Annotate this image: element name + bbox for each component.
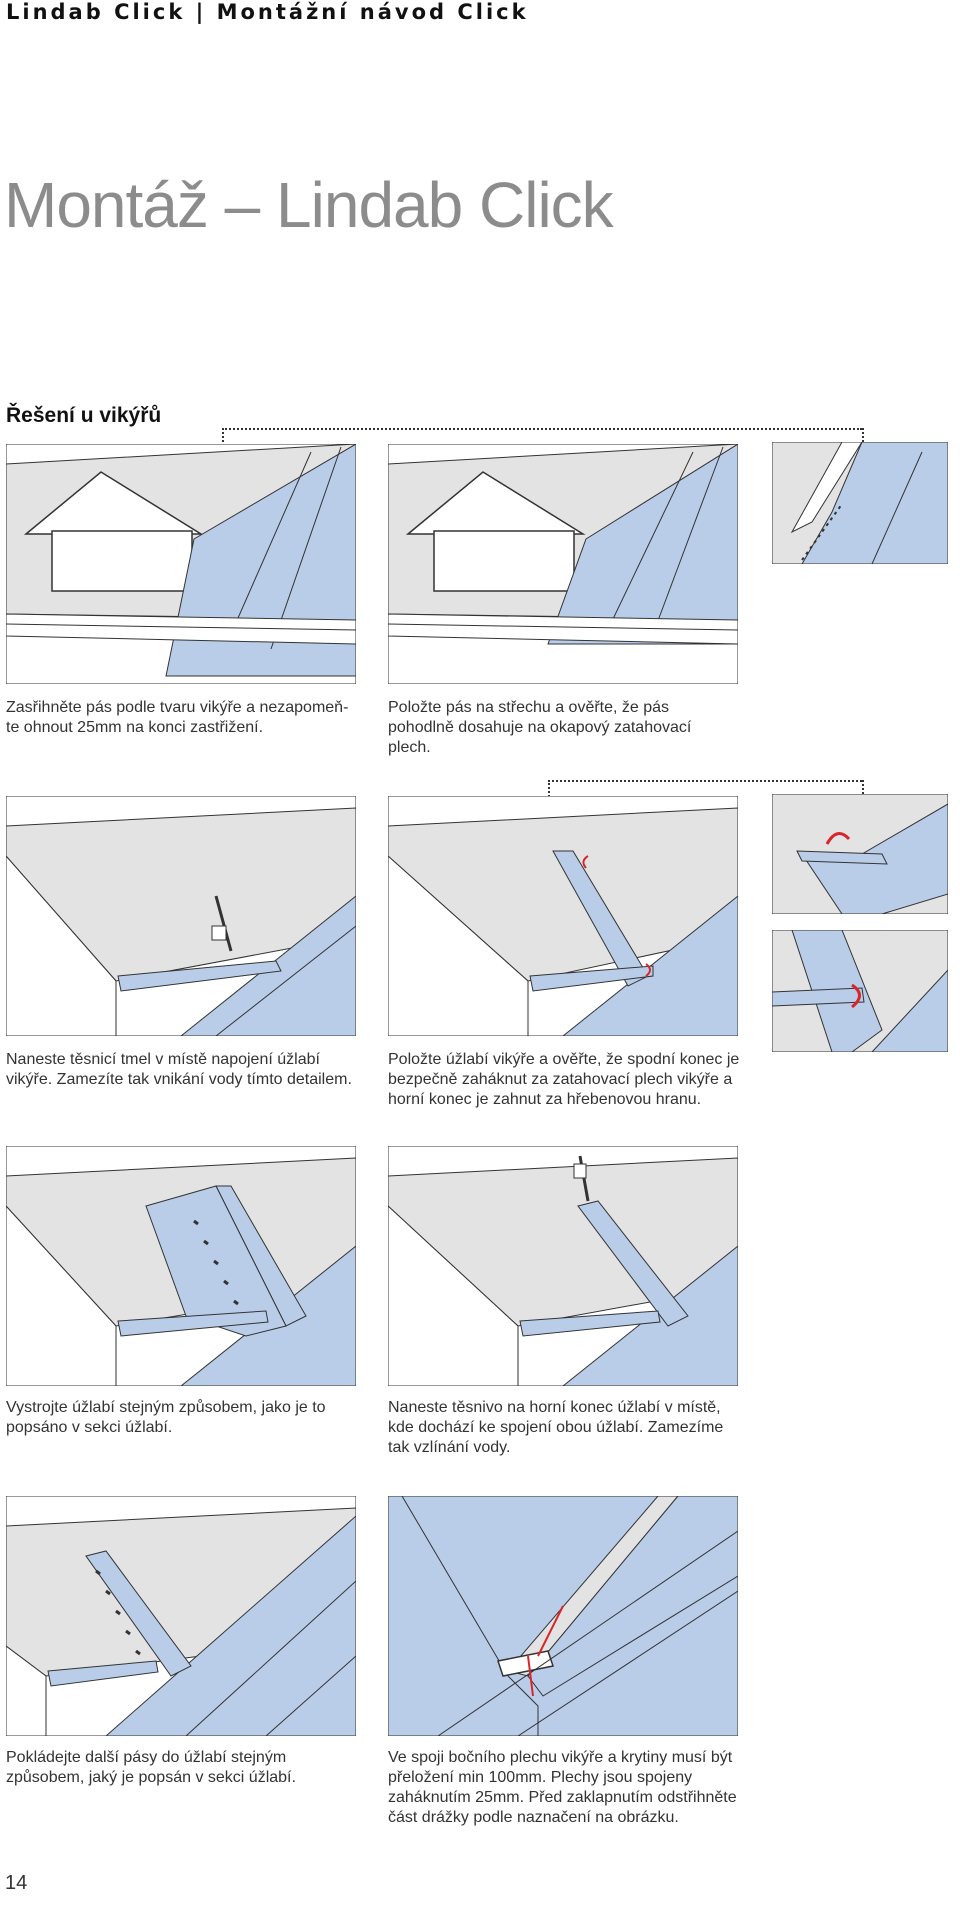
illustration-detail-2b [772,930,948,1052]
caption-step-8: Ve spoji bočního plechu vikýře a krytiny… [388,1749,737,1826]
illustration-step-1 [6,444,356,684]
illustration-step-4 [388,796,738,1036]
illustration-step-5 [6,1146,356,1386]
illustration-detail-1 [772,442,948,564]
section-heading: Řešení u vikýřů [6,404,162,427]
caption-step-4: Položte úžlabí vikýře a ověřte, že spodn… [388,1051,740,1108]
page-title: Montáž – Lindab Click [4,169,614,241]
illustration-step-6 [388,1146,738,1386]
detail-leader-line-2b [862,780,864,794]
illustration-detail-2a [772,794,948,914]
caption-step-7: Pokládejte další pásy do úžlabí stejným … [6,1749,296,1786]
caption-step-3: Naneste těsnicí tmel v místě napojení úž… [6,1051,352,1088]
illustration-step-8 [388,1496,738,1736]
illustration-step-2 [388,444,738,684]
illustration-step-7 [6,1496,356,1736]
illustration-step-3 [6,796,356,1036]
caption-step-1: Zasřihněte pás podle tvaru vikýře a neza… [6,699,349,736]
caption-step-2: Položte pás na střechu a ověřte, že pás … [388,699,692,756]
caption-step-5: Vystrojte úžlabí stejným způsobem, jako … [6,1399,326,1436]
detail-leader-line-1b [862,428,864,446]
page-number: 14 [5,1872,28,1894]
detail-leader-line-2 [548,780,862,782]
caption-step-6: Naneste těsnivo na horní konec úžlabí v … [388,1399,724,1456]
detail-leader-line-1 [222,428,862,430]
document-header: Lindab Click | Montážní návod Click [6,0,529,24]
